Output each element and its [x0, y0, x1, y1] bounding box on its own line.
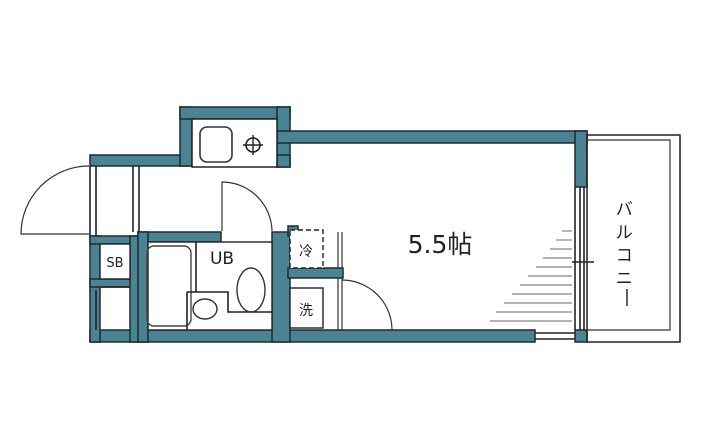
bathtub-icon	[146, 245, 192, 327]
balcony-label: バ ル コ ニ |	[616, 200, 638, 307]
washer-space: 洗	[289, 278, 393, 331]
main-room: 5.5帖	[408, 187, 594, 340]
front-door-swing	[20, 165, 90, 235]
wash-basin-icon	[192, 298, 218, 320]
toilet-icon	[236, 267, 266, 313]
main-room-label: 5.5帖	[408, 230, 473, 259]
bath-door-swing	[221, 181, 273, 232]
entry-area	[20, 165, 140, 330]
washer-label: 洗	[299, 303, 313, 319]
kitchen	[191, 118, 278, 168]
shoe-box: SB	[99, 243, 131, 280]
shoe-box-label: SB	[106, 256, 123, 271]
balcony: バ ル コ ニ |	[586, 134, 681, 343]
sliding-door-hatch	[490, 230, 572, 322]
kitchen-sink-icon	[199, 126, 233, 163]
gas-stove-icon	[243, 135, 263, 155]
fridge-label: 冷	[299, 244, 313, 260]
unit-bath-label: UB	[210, 249, 234, 269]
unit-bath: UB	[146, 241, 273, 331]
fridge-space: 冷	[289, 229, 343, 269]
room-door-swing	[341, 279, 393, 331]
